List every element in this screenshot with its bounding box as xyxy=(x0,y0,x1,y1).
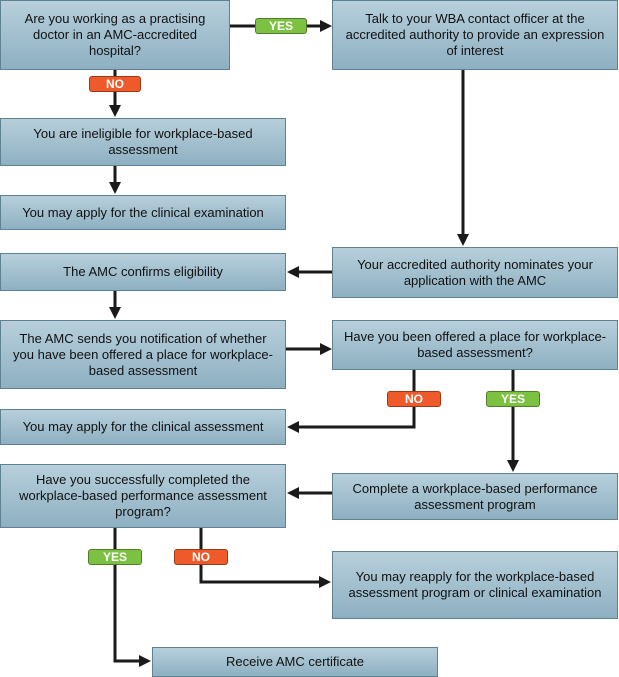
yes-badge-offer-wba: YES xyxy=(255,18,307,34)
arrow-completed-no-to-reapply xyxy=(199,528,331,588)
node-talk-to-wba-officer: Talk to your WBA contact officer at the … xyxy=(332,0,618,70)
no-badge-not-completed: NO xyxy=(174,549,228,565)
node-complete-wba-program: Complete a workplace-based performance a… xyxy=(332,473,618,520)
node-amc-confirms-eligibility: The AMC confirms eligibility xyxy=(0,253,286,291)
node-reapply: You may reapply for the workplace-based … xyxy=(332,551,618,619)
node-apply-clinical-assessment: You may apply for the clinical assessmen… xyxy=(0,409,286,445)
no-badge-not-offered: NO xyxy=(387,391,441,407)
node-ineligible: You are ineligible for workplace-based a… xyxy=(0,118,286,166)
yes-badge-offered: YES xyxy=(486,391,540,407)
node-offered-place-question: Have you been offered a place for workpl… xyxy=(332,320,618,370)
node-authority-nominates: Your accredited authority nominates your… xyxy=(332,247,618,298)
node-amc-sends-notification: The AMC sends you notification of whethe… xyxy=(0,320,286,389)
arrow-offered-no-to-assess xyxy=(287,370,416,433)
yes-badge-completed: YES xyxy=(88,549,142,565)
no-badge-ineligible: NO xyxy=(89,76,141,92)
node-apply-clinical-examination: You may apply for the clinical examinati… xyxy=(0,195,286,230)
arrow-completed-yes-to-certificate xyxy=(113,528,151,667)
node-receive-amc-certificate: Receive AMC certificate xyxy=(152,647,438,677)
node-completed-program-question: Have you successfully completed the work… xyxy=(0,464,286,528)
node-practising-doctor-question: Are you working as a practising doctor i… xyxy=(0,0,230,70)
